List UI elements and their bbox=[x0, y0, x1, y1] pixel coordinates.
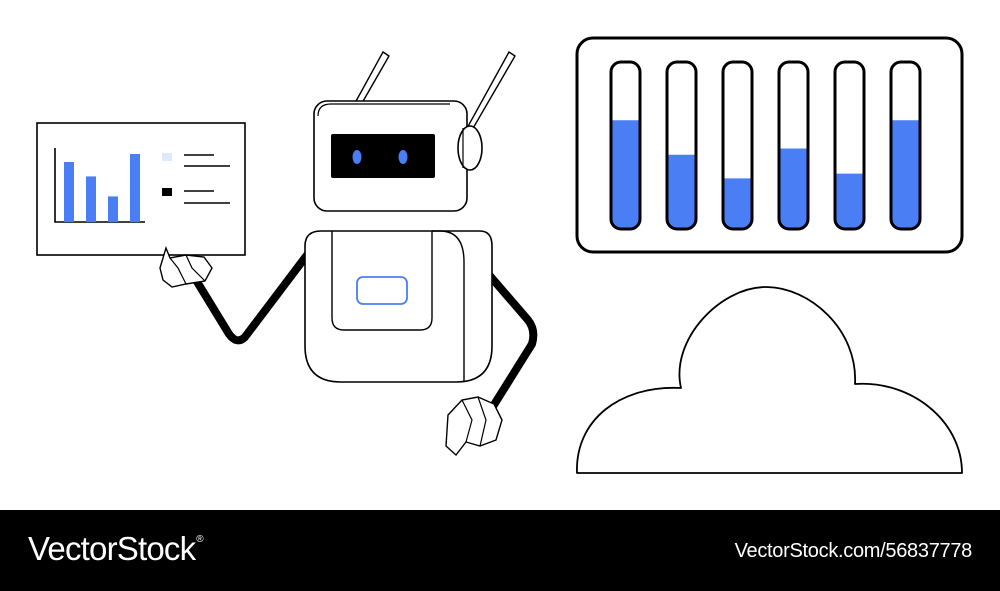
robot-visor bbox=[331, 134, 435, 178]
level-tube bbox=[777, 60, 810, 231]
level-fill bbox=[723, 178, 752, 229]
robot-eye bbox=[352, 150, 362, 164]
robot-arm-left bbox=[192, 251, 311, 345]
legend-swatch-light bbox=[162, 153, 172, 161]
level-tube bbox=[609, 60, 642, 231]
bar-chart-card-icon bbox=[36, 122, 246, 256]
level-fill bbox=[779, 148, 808, 229]
level-tube bbox=[721, 60, 754, 231]
level-fill bbox=[611, 120, 640, 229]
antenna bbox=[353, 50, 390, 104]
level-tube bbox=[833, 60, 866, 231]
level-meter-panel-icon bbox=[575, 36, 964, 254]
robot-ear bbox=[457, 125, 483, 171]
level-tube-outline bbox=[777, 60, 810, 231]
mini-bar bbox=[86, 176, 96, 222]
mini-chart-bars bbox=[64, 154, 140, 222]
robot-claw-left bbox=[159, 245, 213, 288]
level-tube-outline bbox=[665, 60, 698, 231]
robot-claw-right bbox=[445, 396, 503, 457]
level-tubes bbox=[609, 60, 922, 231]
mini-bar bbox=[64, 162, 74, 222]
robot-chest-panel bbox=[356, 276, 408, 305]
level-tube-outline bbox=[833, 60, 866, 231]
robot-eye bbox=[398, 150, 408, 164]
brand-logo: VectorStock® bbox=[28, 530, 204, 568]
level-fill bbox=[835, 173, 864, 229]
antenna bbox=[464, 50, 516, 131]
mini-bar bbox=[108, 196, 118, 222]
cloud-icon bbox=[576, 286, 963, 474]
illustration bbox=[36, 36, 964, 474]
level-fill bbox=[891, 120, 920, 229]
legend-swatch-dark bbox=[162, 188, 172, 196]
level-tube bbox=[665, 60, 698, 231]
level-tube-outline bbox=[889, 60, 922, 231]
footer-bar: VectorStock® VectorStock.com/56837778 bbox=[0, 510, 1000, 591]
level-fill bbox=[667, 154, 696, 229]
level-tube bbox=[889, 60, 922, 231]
level-tube-outline bbox=[609, 60, 642, 231]
brand-name: VectorStock bbox=[28, 530, 196, 567]
robot-arm-right bbox=[474, 258, 538, 412]
robot-body bbox=[304, 230, 493, 383]
brand-registered-mark: ® bbox=[196, 534, 203, 545]
mini-bar bbox=[130, 154, 140, 222]
level-tube-outline bbox=[721, 60, 754, 231]
robot-icon bbox=[159, 50, 538, 457]
image-id: VectorStock.com/56837778 bbox=[734, 540, 973, 562]
